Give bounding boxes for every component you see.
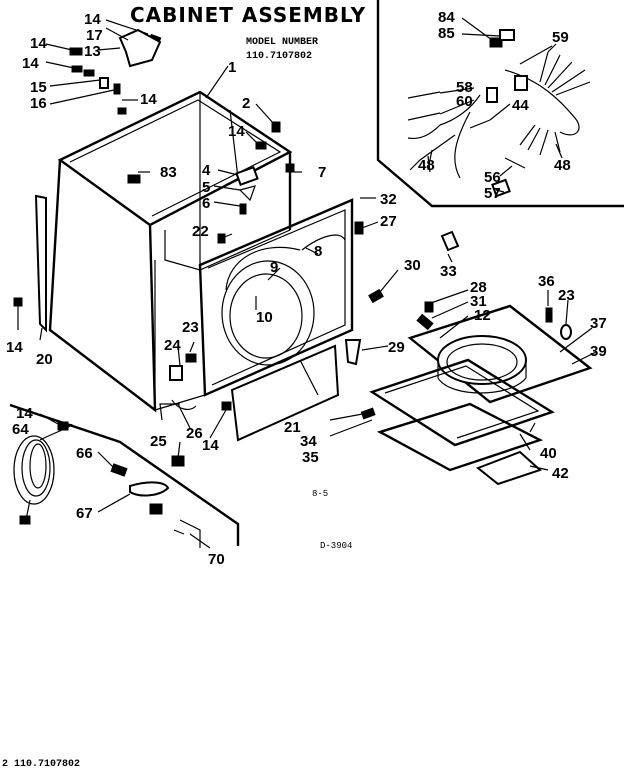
hinge-29 [344, 339, 362, 366]
connector-84 [489, 37, 503, 48]
leader-lines [17, 17, 597, 549]
callout-14: 14 [202, 437, 219, 454]
callout-12: 12 [474, 307, 491, 324]
callout-27: 27 [380, 213, 397, 230]
strain-relief-67 [129, 481, 170, 497]
callout-14: 14 [30, 35, 47, 52]
callout-84: 84 [438, 9, 455, 26]
callout-1: 1 [228, 59, 236, 76]
callout-14: 14 [228, 123, 245, 140]
terminal-block-57 [491, 178, 511, 198]
callout-14: 14 [16, 405, 33, 422]
callout-30: 30 [404, 257, 421, 274]
callout-14: 14 [140, 91, 157, 108]
cabinet-body [48, 90, 293, 413]
callout-33: 33 [440, 263, 457, 280]
callout-9: 9 [270, 259, 278, 276]
model-number: 110.7107802 [246, 51, 312, 62]
callout-32: 32 [380, 191, 397, 208]
callout-36: 36 [538, 273, 555, 290]
callout-6: 6 [202, 195, 210, 212]
callout-48: 48 [418, 157, 435, 174]
harness-connector-44 [514, 75, 528, 91]
footer-model-number: 2 110.7107802 [2, 759, 80, 768]
callout-10: 10 [256, 309, 273, 326]
callout-13: 13 [84, 43, 101, 60]
callout-23: 23 [558, 287, 575, 304]
callout-23: 23 [182, 319, 199, 336]
callout-15: 15 [30, 79, 47, 96]
callout-85: 85 [438, 25, 455, 42]
power-cord [9, 403, 240, 548]
callout-57: 57 [484, 185, 501, 202]
page-ref: 8-5 [312, 489, 328, 499]
callout-70: 70 [208, 551, 225, 568]
wiring-harness-inset [376, 0, 624, 208]
callout-44: 44 [512, 97, 529, 114]
callout-31: 31 [470, 293, 487, 310]
hardware-parts [13, 28, 572, 477]
callout-39: 39 [590, 343, 607, 360]
callout-20: 20 [36, 351, 53, 368]
callout-4: 4 [202, 162, 211, 179]
callout-58: 58 [456, 79, 473, 96]
callout-14: 14 [6, 339, 23, 356]
callout-34: 34 [300, 433, 317, 450]
callout-26: 26 [186, 425, 203, 442]
callout-28: 28 [470, 279, 487, 296]
callout-66: 66 [76, 445, 93, 462]
callout-14: 14 [84, 11, 101, 28]
top-assembly [369, 304, 593, 486]
callout-35: 35 [302, 449, 319, 466]
callout-21: 21 [284, 419, 301, 436]
callout-16: 16 [30, 95, 47, 112]
callout-17: 17 [86, 27, 103, 44]
front-panel [198, 198, 354, 397]
side-rail-20 [34, 194, 47, 333]
callout-60: 60 [456, 93, 473, 110]
callout-24: 24 [164, 337, 181, 354]
drawing-code: D-3904 [320, 541, 352, 551]
bracket-17 [118, 28, 162, 68]
callout-67: 67 [76, 505, 93, 522]
callout-2: 2 [242, 95, 250, 112]
callout-29: 29 [388, 339, 405, 356]
callout-42: 42 [552, 465, 569, 482]
callout-14: 14 [22, 55, 39, 72]
callout-37: 37 [590, 315, 607, 332]
model-label: MODEL NUMBER [246, 37, 318, 48]
connector-85 [499, 29, 515, 41]
callout-64: 64 [12, 421, 29, 438]
callout-59: 59 [552, 29, 569, 46]
callout-56: 56 [484, 169, 501, 186]
callout-labels: 14 17 13 14 14 15 16 14 1 2 14 7 4 5 6 8… [6, 9, 607, 568]
callout-48: 48 [554, 157, 571, 174]
callout-7: 7 [318, 164, 326, 181]
callout-5: 5 [202, 179, 210, 196]
callout-40: 40 [540, 445, 557, 462]
callout-8: 8 [314, 243, 322, 260]
diagram-title: CABINET ASSEMBLY [130, 3, 366, 27]
callout-25: 25 [150, 433, 167, 450]
callout-83: 83 [160, 164, 177, 181]
callout-22: 22 [192, 223, 209, 240]
